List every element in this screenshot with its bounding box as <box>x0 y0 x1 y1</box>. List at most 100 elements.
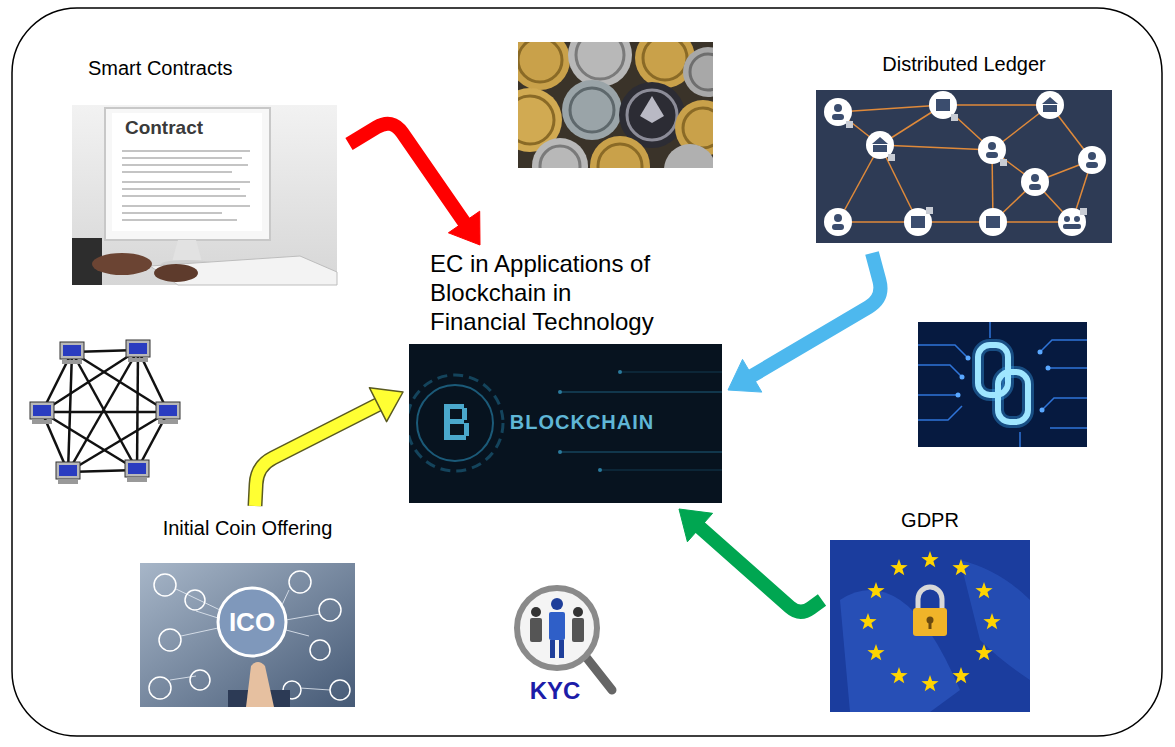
illustration-part <box>62 360 82 364</box>
chain-chip-picture <box>918 322 1087 447</box>
arrow-shaft <box>349 124 468 227</box>
curved-arrow <box>728 253 880 392</box>
picture-text: ICO <box>229 608 275 637</box>
gdpr-picture <box>830 540 1030 712</box>
illustration-part <box>690 54 713 90</box>
picture-text: BLOCKCHAIN <box>510 411 654 433</box>
illustration-part <box>952 667 969 683</box>
illustration-part <box>125 460 149 477</box>
illustration-part <box>122 157 242 159</box>
illustration-part <box>880 145 992 150</box>
picture-label: KYC <box>530 678 581 704</box>
illustration-part <box>42 412 137 470</box>
illustration-part <box>570 88 614 132</box>
illustration-part <box>330 680 350 700</box>
illustration-part <box>960 375 965 380</box>
illustration-part <box>1043 105 1057 112</box>
illustration-part <box>154 264 198 282</box>
illustration-part <box>921 675 938 691</box>
illustration-part <box>640 96 664 123</box>
coins-photo <box>518 42 713 168</box>
illustration-part <box>975 644 992 660</box>
illustration-part <box>1078 146 1106 174</box>
illustration-part <box>158 420 178 424</box>
illustration-part <box>986 216 1000 228</box>
illustration-part <box>978 345 1008 395</box>
illustration-part <box>310 640 330 660</box>
illustration-part <box>558 390 562 394</box>
illustration-part <box>68 412 168 472</box>
illustration-part <box>59 465 77 476</box>
illustration-part <box>1064 216 1070 222</box>
illustration-part <box>92 253 152 275</box>
illustration-part <box>838 105 1092 222</box>
illustration-part <box>128 463 146 474</box>
image-node: EC in Applications of Blockchain in Fina… <box>409 250 722 503</box>
illustration-part <box>573 607 583 617</box>
illustration-part <box>450 404 464 409</box>
illustration-part <box>600 470 722 471</box>
illustration-part <box>1088 152 1096 160</box>
illustration-part <box>1050 427 1087 429</box>
illustration-part <box>911 216 925 228</box>
illustration-part <box>832 114 844 120</box>
ico-picture <box>140 563 355 707</box>
illustration-part <box>30 402 54 419</box>
illustration-part <box>127 478 147 482</box>
node-heading: Initial Coin Offering <box>140 516 355 540</box>
illustration-part <box>112 113 262 231</box>
illustration-part <box>172 240 202 262</box>
illustration-part <box>444 404 450 440</box>
illustration-part <box>966 356 971 361</box>
illustration-part <box>643 42 687 80</box>
illustration-part <box>918 322 1087 447</box>
illustration-part <box>122 164 248 166</box>
illustration-part <box>824 91 1106 236</box>
illustration-part <box>549 612 565 640</box>
illustration-part <box>282 590 289 605</box>
illustration-part <box>122 212 222 214</box>
illustration-part <box>409 344 722 503</box>
illustration-part <box>150 256 337 285</box>
illustration-part <box>540 146 580 168</box>
illustration-part <box>960 560 1030 680</box>
arrow-shaft <box>255 402 383 506</box>
illustration-part <box>159 629 181 651</box>
illustration-part <box>618 370 622 374</box>
outer-frame <box>12 8 1162 736</box>
illustration-part <box>1058 208 1086 236</box>
illustration-part <box>154 574 176 596</box>
illustration-part <box>105 108 270 240</box>
illustration-part <box>60 342 84 359</box>
illustration-part <box>129 343 147 354</box>
arrow-outline <box>255 402 383 506</box>
illustration-part <box>409 375 503 471</box>
illustration-part <box>951 114 958 121</box>
illustration-part <box>824 208 852 236</box>
illustration-part <box>832 224 844 230</box>
illustration-part <box>1063 224 1081 229</box>
illustration-part <box>834 104 842 112</box>
illustration-part <box>122 205 250 207</box>
illustration-part <box>989 322 991 338</box>
illustration-part <box>1086 162 1098 168</box>
illustration-part <box>979 208 1007 236</box>
illustration-part <box>450 419 464 424</box>
illustration-part <box>620 372 722 373</box>
illustration-part <box>664 144 713 168</box>
illustration-part <box>816 90 1112 243</box>
illustration-part <box>1019 432 1021 447</box>
illustration-part <box>530 618 542 642</box>
illustration-part <box>56 462 80 479</box>
illustration-part <box>532 138 588 168</box>
illustration-part <box>1040 408 1045 413</box>
illustration-part <box>1036 91 1064 119</box>
illustration-part <box>1038 350 1043 355</box>
illustration-part <box>830 540 1030 712</box>
image-node: Smart ContractsContract <box>72 56 337 285</box>
illustration-part <box>1080 208 1087 215</box>
arrow-head <box>448 211 480 245</box>
illustration-part <box>921 551 938 567</box>
